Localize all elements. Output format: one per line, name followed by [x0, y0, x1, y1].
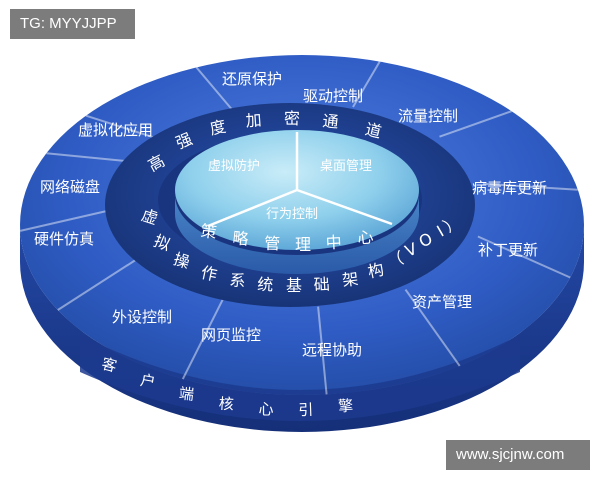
bottom-band-char: 擎	[338, 397, 354, 416]
seg-network-disk: 网络磁盘	[40, 178, 100, 196]
top-arc-char: 密	[284, 109, 300, 128]
seg-web-monitor: 网页监控	[201, 326, 261, 344]
bottom-band-char: 核	[218, 395, 234, 414]
top-arc-char: 加	[245, 110, 262, 130]
bottom-arc-char: 架	[341, 269, 359, 290]
bottom-arc-char: 础	[313, 275, 330, 295]
bottom-arc-char: 拟	[151, 231, 173, 255]
bottom-band-char: 户	[139, 371, 157, 391]
top-arc-char: 通	[322, 111, 340, 132]
seg-virtual-app: 虚拟化应用	[78, 121, 153, 139]
center-band-char: 理	[295, 235, 311, 254]
bottom-arc-char: （	[385, 248, 406, 271]
seg-restore-protect: 还原保护	[222, 70, 282, 88]
center-band-char: 管	[264, 234, 281, 254]
watermark-bottom-right: www.sjcjnw.com	[446, 440, 590, 470]
top-arc-char: 道	[363, 120, 383, 142]
top-arc-char: 高	[145, 151, 168, 175]
disk-label-desktop-manage: 桌面管理	[320, 159, 372, 174]
middle-ring-center-band: 策略管理中心	[200, 221, 375, 254]
segment-divider	[85, 114, 161, 141]
seg-peripheral-control: 外设控制	[112, 308, 172, 326]
segment-divider	[19, 207, 118, 232]
bottom-arc-char: 操	[171, 249, 192, 272]
bottom-band-char: 心	[258, 400, 273, 418]
segment-divider	[46, 152, 135, 163]
bottom-arc-char: 构	[366, 260, 386, 282]
top-arc-char: 度	[208, 117, 228, 139]
bottom-band	[80, 335, 520, 421]
segment-dividers	[19, 61, 578, 395]
center-band-char: 略	[232, 228, 250, 249]
bottom-band-char: 端	[178, 384, 195, 403]
disk-divider-left	[207, 188, 298, 228]
bottom-arc-char: 作	[199, 263, 219, 285]
watermark-top-left: TG: MYYJJPP	[10, 9, 135, 39]
bottom-arc-char: 系	[229, 270, 247, 291]
seg-traffic-control: 流量控制	[398, 107, 458, 125]
bottom-arc-char: 虚	[139, 205, 160, 228]
segment-divider	[477, 235, 571, 279]
center-band-char: 心	[356, 227, 374, 248]
bottom-arc-char: 基	[286, 276, 302, 295]
bottom-band-char: 客	[100, 355, 119, 376]
seg-asset-manage: 资产管理	[412, 293, 472, 311]
seg-driver-control: 驱动控制	[303, 87, 363, 105]
seg-virus-db-update: 病毒库更新	[472, 179, 547, 197]
seg-remote-assist: 远程协助	[302, 341, 362, 359]
disk-label-virtual-protect: 虚拟防护	[208, 158, 260, 174]
disk-divider-right	[296, 188, 393, 226]
seg-hardware-emulation: 硬件仿真	[34, 230, 94, 248]
segment-divider	[352, 61, 381, 108]
segment-divider	[482, 182, 578, 191]
segment-divider	[439, 110, 512, 138]
seg-patch-update: 补丁更新	[478, 241, 538, 259]
segment-divider	[404, 289, 461, 367]
center-band-char: 中	[325, 233, 342, 253]
bottom-band-char: 引	[298, 401, 314, 420]
bottom-arc-char: 统	[257, 275, 274, 295]
segment-divider	[57, 255, 143, 311]
inner-disk-side	[175, 195, 419, 274]
disk-label-behavior-control: 行为控制	[266, 207, 318, 222]
center-band-char: 策	[200, 221, 219, 242]
segment-divider	[195, 66, 234, 112]
segment-divider	[317, 306, 328, 395]
top-arc-char: 强	[173, 129, 195, 153]
segment-divider	[181, 296, 225, 380]
middle-ring-top-arc: 高强度加 密 通 道	[145, 109, 384, 175]
